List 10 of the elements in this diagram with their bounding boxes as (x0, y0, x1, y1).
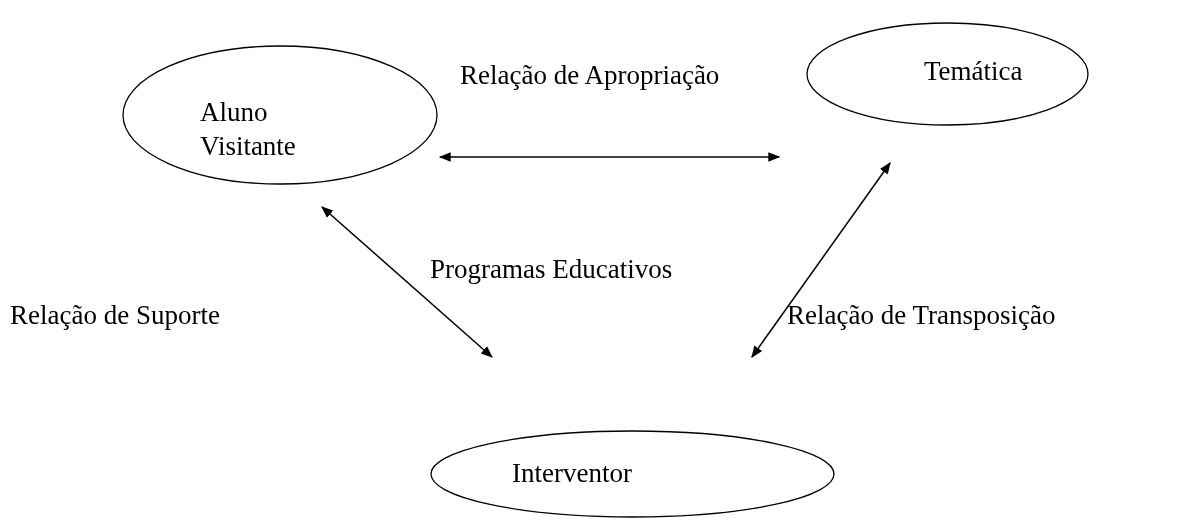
node-label: Aluno Visitante (200, 96, 297, 163)
double-arrow (438, 152, 781, 162)
node-label: Temática (924, 55, 1024, 88)
relation-label: Relação de Suporte (10, 299, 220, 332)
double-arrow (751, 162, 891, 358)
double-arrow (321, 206, 493, 358)
relation-label: Programas Educativos (430, 253, 673, 286)
relation-label: Relação de Transposição (787, 299, 1056, 332)
node-label: Interventor (512, 457, 633, 490)
relation-label: Relação de Apropriação (460, 59, 720, 92)
